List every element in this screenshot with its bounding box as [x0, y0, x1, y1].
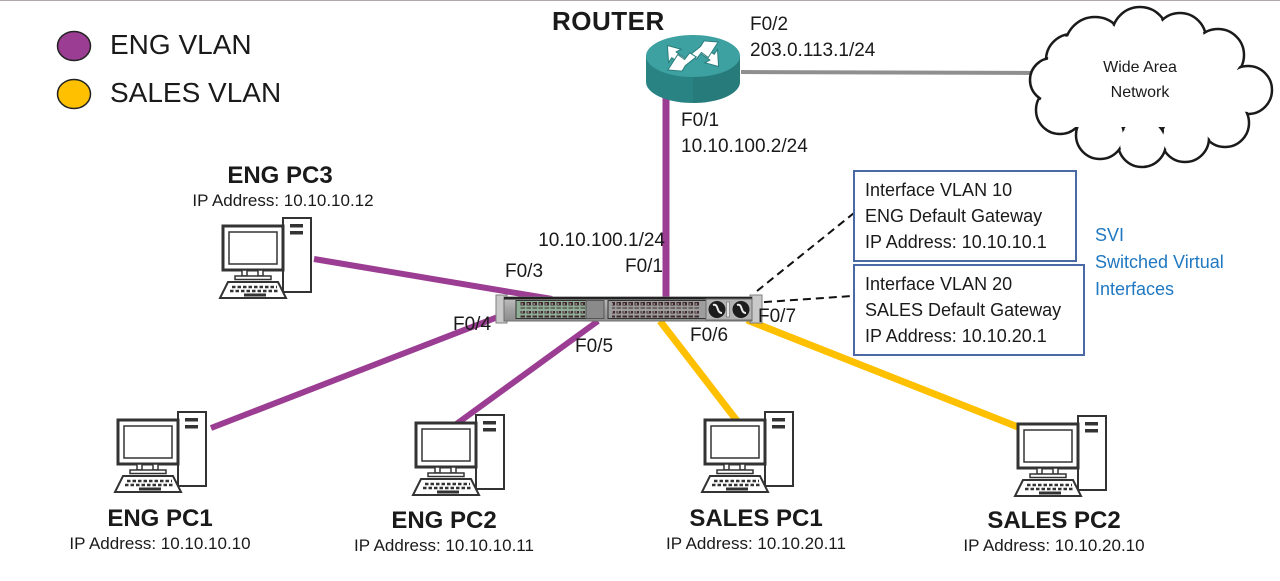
sales-pc2-name: SALES PC2: [987, 507, 1121, 534]
router-icon: [646, 35, 740, 103]
link-eng-pc2: [453, 318, 600, 428]
switch-port-f06-label: F0/6: [690, 325, 729, 346]
legend-sales-vlan-label: SALES VLAN: [110, 77, 282, 108]
eng-pc2-icon: [411, 413, 506, 497]
eng-pc2-name: ENG PC2: [391, 507, 497, 534]
switch-port-f03-label: F0/3: [505, 261, 544, 282]
svi-note: SVI Switched Virtual Interfaces: [1095, 222, 1224, 303]
sales-pc1-name: SALES PC1: [689, 505, 823, 532]
svi-vlan10-line1: Interface VLAN 10: [865, 180, 1013, 200]
eng-vlan-swatch: [56, 30, 92, 62]
link-eng-pc3: [313, 256, 553, 302]
svi-vlan10-line3: IP Address: 10.10.10.1: [865, 232, 1047, 252]
sales-pc1-icon: [700, 410, 795, 494]
sales-pc1-ip: IP Address: 10.10.20.11: [666, 534, 846, 553]
legend-eng-vlan-label: ENG VLAN: [110, 29, 252, 60]
wan-cloud-label: Wide Area Network: [1050, 55, 1230, 105]
svi-note-line2: Switched Virtual: [1095, 252, 1224, 272]
svi-vlan20-line2: SALES Default Gateway: [865, 300, 1062, 320]
router-wan-port-label: F0/2: [750, 14, 789, 35]
link-eng-pc1: [209, 310, 510, 431]
sales-vlan-color-dot: [56, 78, 92, 110]
callout-line-vlan10: [756, 212, 855, 292]
svi-note-line1: SVI: [1095, 225, 1125, 245]
eng-vlan-color-dot: [56, 30, 92, 62]
eng-pc1-icon: [113, 410, 208, 494]
switch-port-f07-label: F0/7: [758, 306, 797, 327]
router-title: ROUTER: [552, 6, 665, 36]
router-wan-ip-label: 203.0.113.1/24: [750, 40, 876, 61]
svi-note-line3: Interfaces: [1095, 279, 1175, 299]
wan-cloud-icon: [1028, 5, 1274, 169]
link-router-wan: [740, 70, 1046, 75]
sales-pc2-ip: IP Address: 10.10.20.10: [963, 536, 1145, 555]
eng-pc3-icon: [218, 216, 313, 300]
router-lan-port-label: F0/1: [681, 110, 720, 131]
sales-pc2-icon: [1013, 414, 1108, 498]
wan-cloud-label-line1: Wide Area: [1103, 59, 1177, 76]
svi-vlan10-line2: ENG Default Gateway: [865, 206, 1043, 226]
svi-vlan20-box: Interface VLAN 20 SALES Default Gateway …: [853, 264, 1085, 356]
svi-vlan10-box: Interface VLAN 10 ENG Default Gateway IP…: [853, 170, 1077, 262]
switch-port-f05-label: F0/5: [575, 336, 614, 357]
eng-pc1-ip: IP Address: 10.10.10.10: [69, 534, 251, 553]
switch-uplink-ip-label: 10.10.100.1/24: [538, 230, 665, 251]
eng-pc3-name: ENG PC3: [227, 162, 333, 189]
link-sales-pc2: [745, 316, 1030, 435]
top-border-line: [0, 0, 1280, 1]
router-lan-ip-label: 10.10.100.2/24: [681, 136, 808, 157]
svi-vlan20-line1: Interface VLAN 20: [865, 274, 1013, 294]
switch-port-f04-label: F0/4: [453, 314, 492, 335]
switch-icon: [495, 294, 763, 324]
link-sales-pc1: [657, 318, 744, 429]
svi-vlan20-line3: IP Address: 10.10.20.1: [865, 326, 1047, 346]
switch-uplink-port-label: F0/1: [624, 256, 663, 277]
sales-vlan-swatch: [56, 78, 92, 110]
eng-pc2-ip: IP Address: 10.10.10.11: [354, 536, 534, 555]
eng-pc1-name: ENG PC1: [107, 505, 213, 532]
callout-line-vlan20: [750, 295, 853, 304]
eng-pc3-ip: IP Address: 10.10.10.12: [192, 191, 374, 210]
wan-cloud-label-line2: Network: [1110, 84, 1170, 101]
